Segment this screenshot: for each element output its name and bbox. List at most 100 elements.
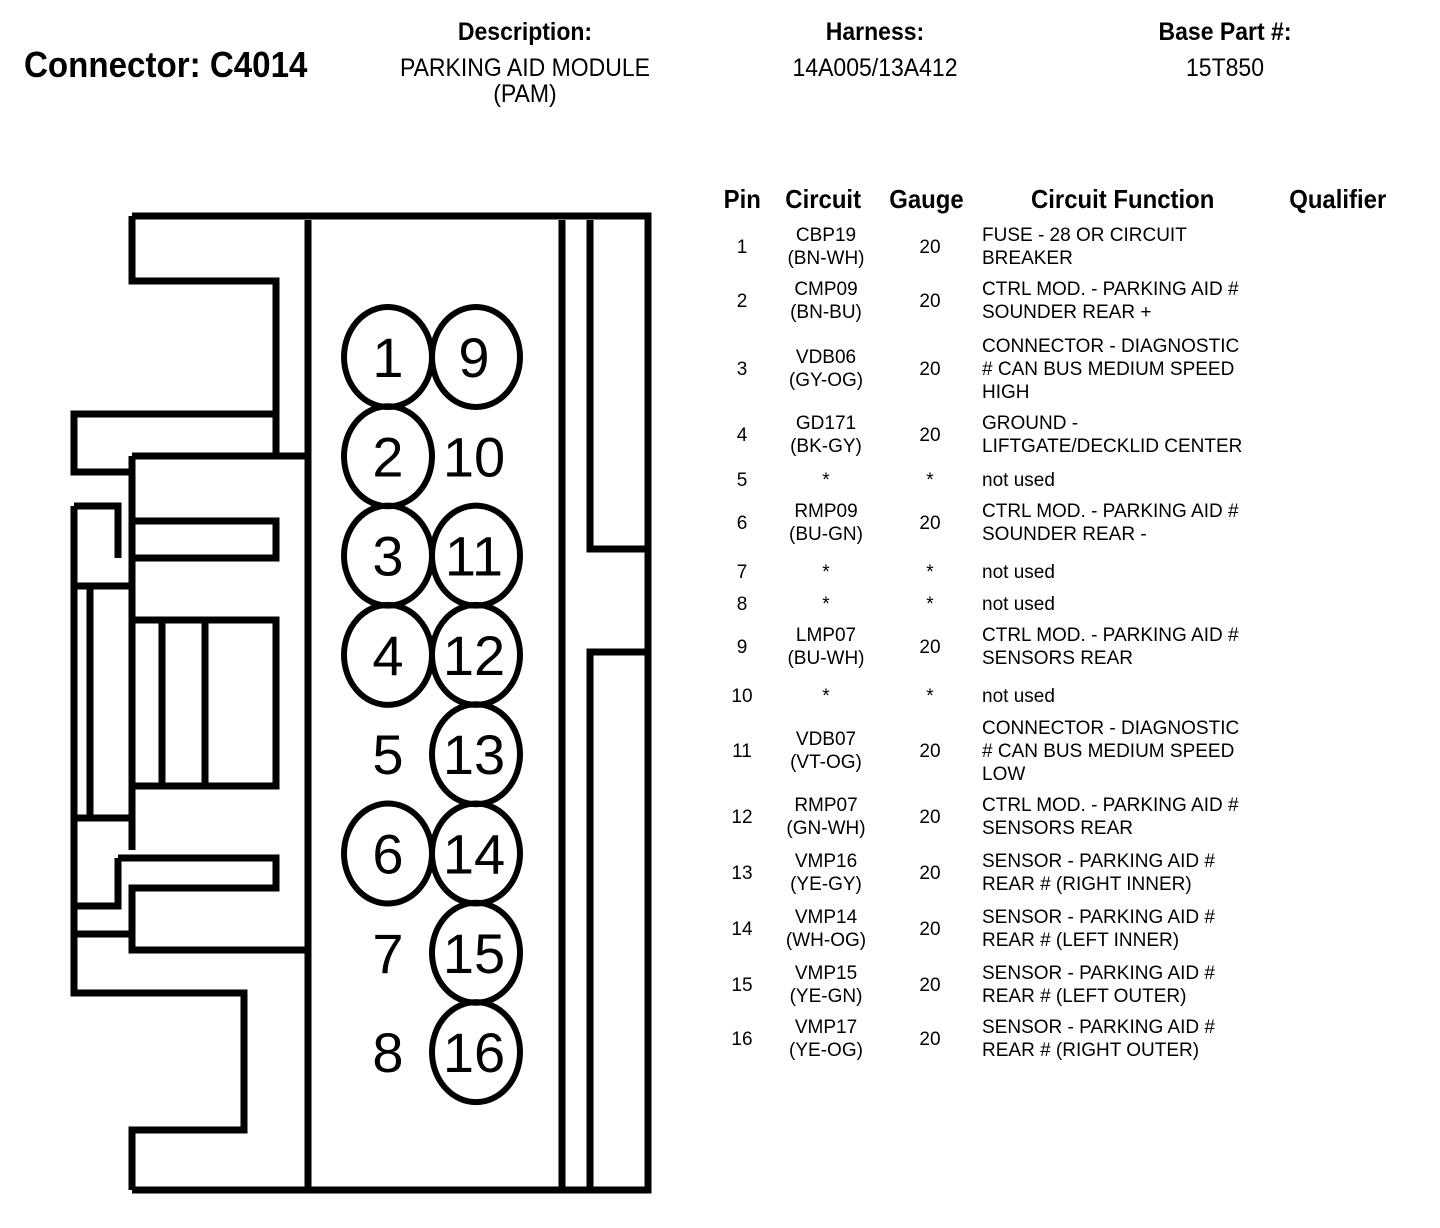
pin-cavity: 10: [443, 425, 505, 488]
circuit-cell: CBP19(BN-WH): [766, 224, 886, 270]
top-latch-tab: [128, 216, 280, 456]
gauge-cell: 20: [919, 862, 941, 884]
pin-number-cell: 8: [736, 593, 748, 615]
qualifier-cell: [1282, 468, 1402, 492]
circuit-cell: CMP09(BN-BU): [766, 278, 886, 324]
table-row: 7**not used: [712, 560, 1432, 584]
circuit-cell: RMP09(BU-GN): [766, 500, 886, 546]
gauge-cell: 20: [919, 740, 941, 762]
pin-number-cell: 13: [731, 862, 753, 884]
pin-cavity: 1: [341, 304, 435, 410]
wire-color: (BK-GY): [790, 436, 862, 457]
pin-cavity: 12: [429, 601, 523, 708]
pin-number-cell: 16: [731, 1028, 753, 1050]
circuit-id: VMP16: [794, 851, 858, 872]
circuit-id: *: [822, 593, 830, 615]
pin-number-cell: 4: [736, 424, 748, 446]
pin-number-cell: 9: [736, 636, 748, 658]
circuit-id: VDB06: [795, 347, 857, 368]
pin-label: 4: [372, 624, 403, 687]
wire-color: (GY-OG): [788, 370, 864, 391]
circuit-cell: *: [766, 468, 886, 492]
circuit-cell: VMP15(YE-GN): [766, 962, 886, 1008]
wire-color: (WH-OG): [785, 930, 867, 951]
table-row: 8**not used: [712, 592, 1432, 616]
wire-color: (YE-GY): [790, 874, 862, 895]
circuit-id: GD171: [795, 413, 857, 434]
circuit-function-cell: not used: [982, 469, 1055, 491]
harness-label: Harness:: [825, 18, 925, 46]
qualifier-cell: [1282, 794, 1402, 840]
wire-color: (YE-OG): [789, 1040, 863, 1061]
pin-cavity: 8: [372, 1021, 403, 1084]
circuit-cell: *: [766, 560, 886, 584]
gauge-cell: 20: [919, 1028, 941, 1050]
pin-number-cell: 15: [731, 974, 753, 996]
gauge-cell: 20: [919, 974, 941, 996]
pin-number-cell: 1: [736, 236, 748, 258]
pin-cavity: 16: [429, 999, 523, 1106]
circuit-cell: VDB06(GY-OG): [766, 334, 886, 404]
base-part-value: 15T850: [1185, 54, 1264, 82]
circuit-function-cell: FUSE - 28 OR CIRCUIT BREAKER: [982, 225, 1187, 269]
wire-color: (BU-WH): [787, 648, 865, 669]
pin-cavity: 11: [429, 502, 523, 609]
table-row: 10**not used: [712, 684, 1432, 708]
wire-color: (VT-OG): [790, 752, 862, 773]
pin-cavity: 6: [341, 800, 435, 907]
pin-label: 9: [458, 326, 489, 389]
pin-label: 6: [372, 823, 403, 886]
circuit-cell: VMP14(WH-OG): [766, 906, 886, 952]
qualifier-cell: [1282, 962, 1402, 1008]
qualifier-cell: [1282, 412, 1402, 458]
circuit-cell: *: [766, 684, 886, 708]
pin-label: 15: [443, 922, 505, 985]
pin-label: 10: [443, 425, 505, 488]
circuit-id: CBP19: [795, 225, 857, 246]
circuit-function-cell: SENSOR - PARKING AID # REAR # (LEFT INNE…: [982, 907, 1215, 951]
qualifier-cell: [1282, 850, 1402, 896]
circuit-function-cell: SENSOR - PARKING AID # REAR # (LEFT OUTE…: [982, 963, 1215, 1007]
upper-side-ear: [70, 410, 276, 476]
circuit-cell: *: [766, 592, 886, 616]
circuit-id: VMP15: [794, 963, 858, 984]
wire-color: (BN-WH): [787, 248, 865, 269]
gauge-cell: *: [926, 561, 934, 583]
middle-key-slots: [158, 620, 209, 786]
pin-number-cell: 11: [732, 740, 752, 762]
circuit-cell: RMP07(GN-WH): [766, 794, 886, 840]
gauge-cell: 20: [919, 512, 941, 534]
pin-cavity: 7: [372, 922, 403, 985]
circuit-id: RMP09: [794, 501, 858, 522]
gauge-cell: *: [926, 469, 934, 491]
pin-number-cell: 7: [736, 561, 748, 583]
circuit-function-cell: GROUND - LIFTGATE/DECKLID CENTER: [982, 413, 1243, 457]
pin-number-cell: 6: [736, 512, 748, 534]
circuit-function-cell: CONNECTOR - DIAGNOSTIC # CAN BUS MEDIUM …: [982, 335, 1240, 403]
pin-label: 12: [443, 624, 505, 687]
qualifier-cell: [1282, 684, 1402, 708]
lower-side-ear: [70, 930, 248, 1190]
table-row: 6 RMP09(BU-GN) 20 CTRL MOD. - PARKING AID #…: [712, 500, 1432, 546]
circuit-function-cell: not used: [982, 593, 1055, 615]
pin-cavity: 5: [372, 723, 403, 786]
pin-number-cell: 5: [736, 469, 748, 491]
circuit-id: *: [822, 561, 830, 583]
circuit-function-cell: CTRL MOD. - PARKING AID # SOUNDER REAR -: [982, 501, 1239, 545]
pin-label: 14: [443, 823, 505, 886]
qualifier-cell: [1282, 716, 1402, 786]
pin-number-cell: 3: [736, 358, 748, 380]
column-header-circuit: Circuit: [785, 184, 862, 214]
connector-title: Connector: C4014: [24, 44, 308, 85]
housing-top-edge: [132, 212, 652, 1194]
pin-cavity: 15: [429, 899, 523, 1006]
